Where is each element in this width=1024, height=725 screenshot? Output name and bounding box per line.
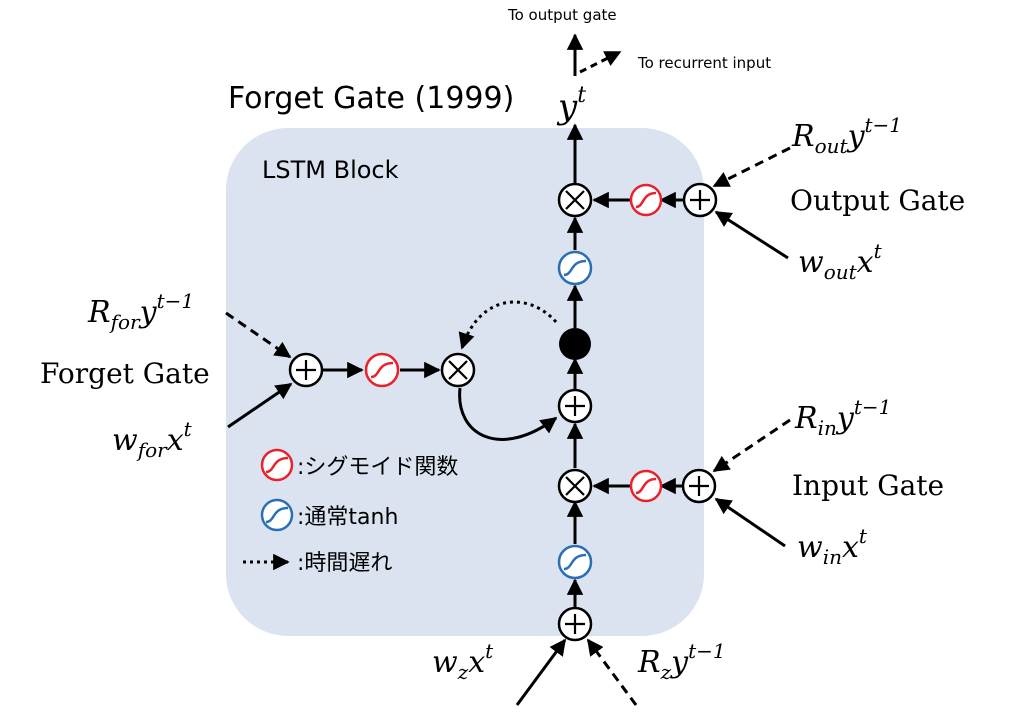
- to-recurrent-input-label: To recurrent input: [637, 54, 771, 72]
- forget-gate-sum-node: [288, 352, 324, 388]
- forget-multiply-node: [440, 352, 476, 388]
- block-input-tanh-icon: [557, 544, 593, 580]
- output-multiply-node: [557, 182, 593, 218]
- forget-gate-sigmoid-icon: [364, 352, 400, 388]
- to-output-gate-label: To output gate: [507, 6, 617, 24]
- forget-gate-label: Forget Gate: [40, 357, 210, 390]
- output-gate-sigmoid-icon: [629, 183, 663, 217]
- input-gate-label: Input Gate: [792, 469, 944, 502]
- input-gate-recurrent-formula: Rinyt−1: [794, 395, 891, 440]
- cell-sum-node: [557, 388, 593, 424]
- forget-gate-input-formula: wforxt: [112, 417, 193, 462]
- output-gate-recurrent-formula: Routyt−1: [791, 113, 902, 158]
- legend-sigmoid-icon: [260, 448, 294, 482]
- block-input-recurrent-formula: Rzyt−1: [637, 639, 726, 684]
- legend-tanh-icon: [260, 498, 294, 532]
- arrow-out-input: [714, 210, 789, 260]
- dashed-arrow-for-recurrent: [225, 311, 292, 359]
- dashed-arrow-out-recurrent: [712, 146, 791, 188]
- legend-tanh-label: :通常tanh: [297, 505, 398, 530]
- output-y: yt: [556, 83, 586, 127]
- input-gate-sum-node: [681, 468, 717, 504]
- forget-to-sum-arrow: [458, 387, 558, 441]
- arrow-z-input: [515, 638, 567, 706]
- output-gate-sum-node: [682, 182, 718, 218]
- legend: :シグモイド関数 :通常tanh :時間遅れ: [243, 448, 458, 576]
- dotted-delay-arrow: [458, 300, 558, 350]
- output-gate-label: Output Gate: [790, 184, 965, 217]
- input-gate-input-formula: winxt: [797, 524, 868, 569]
- dashed-arrow-to-recurrent: [579, 50, 622, 74]
- dashed-arrow-in-recurrent: [712, 418, 791, 473]
- cell-state-node: [559, 328, 591, 360]
- dashed-arrow-z-recurrent: [586, 638, 638, 706]
- legend-sigmoid-label: :シグモイド関数: [297, 455, 458, 480]
- block-label: LSTM Block: [262, 156, 399, 184]
- cell-output-tanh-icon: [557, 250, 593, 286]
- arrow-for-input: [227, 382, 293, 429]
- output-gate-input-formula: woutxt: [798, 239, 883, 284]
- forget-gate-recurrent-formula: Rforyt−1: [87, 289, 194, 334]
- legend-delay-label: :時間遅れ: [297, 551, 392, 576]
- arrow-in-input: [714, 497, 786, 548]
- block-input-sum-node: [557, 606, 593, 642]
- page-title: Forget Gate (1999): [228, 81, 514, 116]
- block-input-input-formula: wzxt: [432, 639, 494, 684]
- input-multiply-node: [557, 468, 593, 504]
- input-gate-sigmoid-icon: [629, 469, 663, 503]
